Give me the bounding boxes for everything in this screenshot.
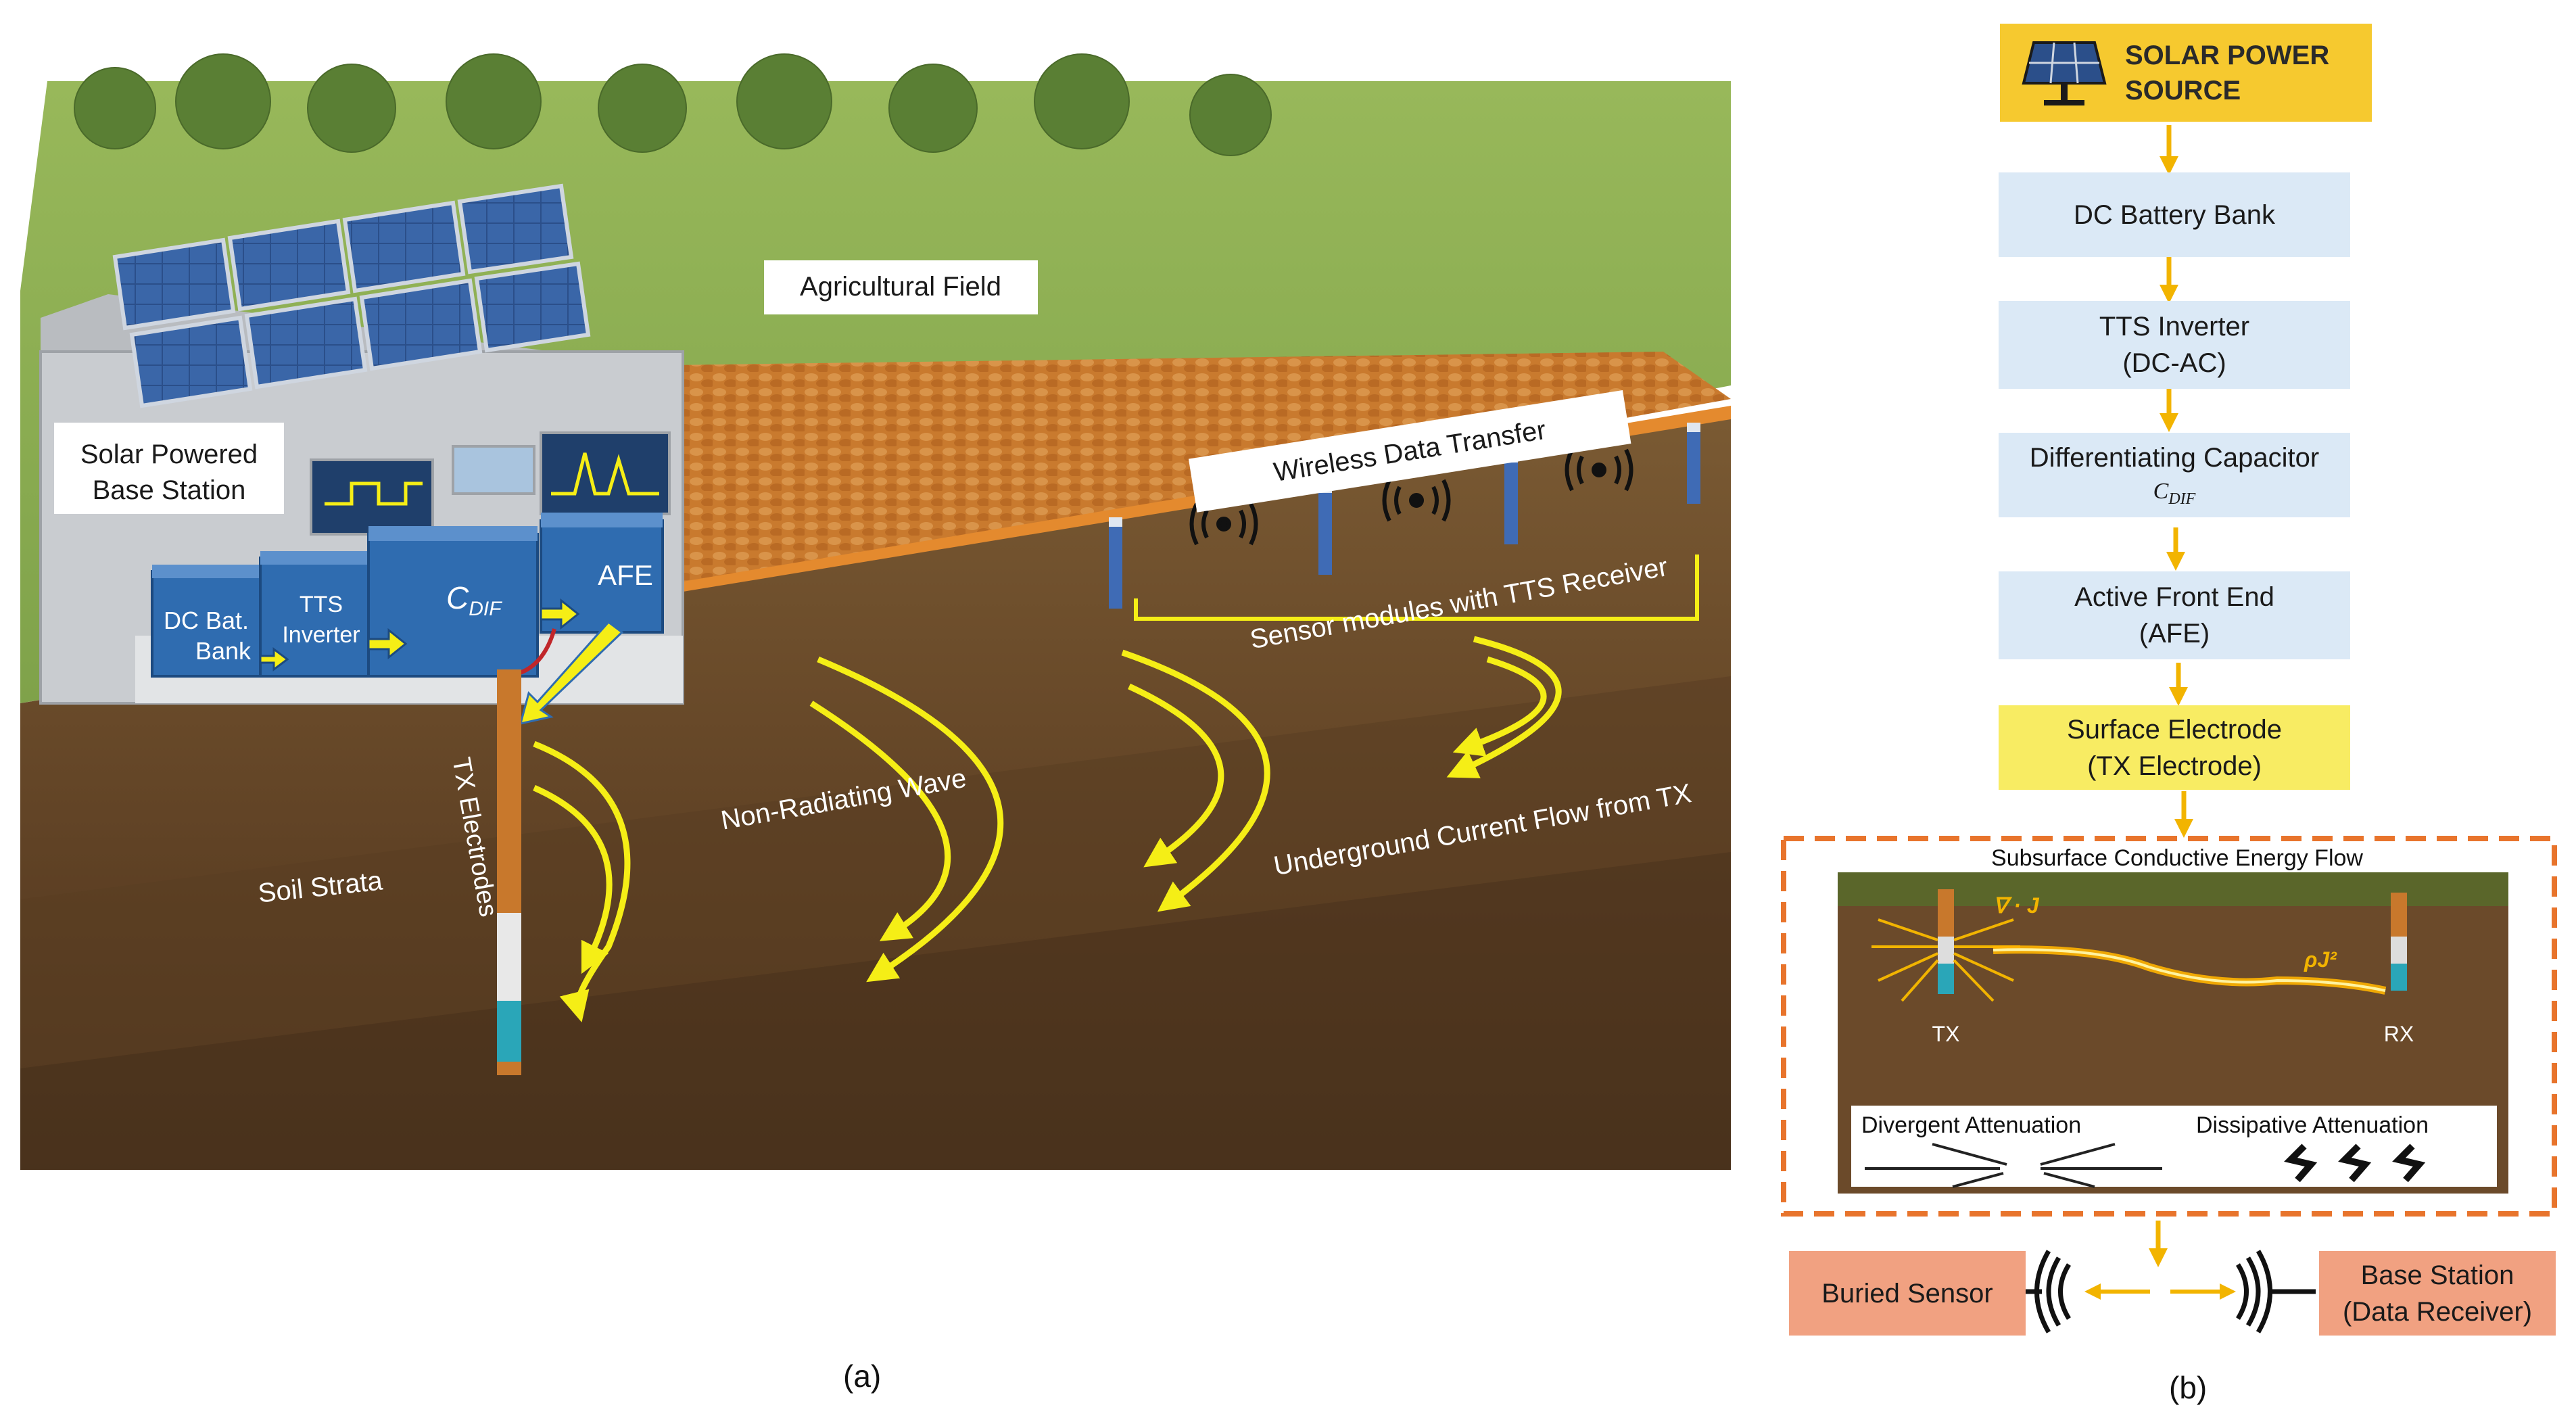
wireless-symbols (1189, 448, 1633, 546)
equipment-cdif (367, 526, 539, 678)
solar-line1: SOLAR POWER (2125, 40, 2330, 70)
divergent-arrows-icon (1865, 1143, 2162, 1188)
svg-text:Agricultural Field: Agricultural Field (800, 272, 1001, 302)
div-j-label: ∇ · J (1993, 893, 2040, 918)
rx-label: RX (2384, 1022, 2414, 1046)
afe-line2: (AFE) (2139, 619, 2210, 648)
flow-arrows (1781, 125, 2557, 1334)
divergent-label: Divergent Attenuation (1861, 1112, 2081, 1138)
dissipative-label: Dissipative Attenuation (2196, 1112, 2429, 1138)
differentiating-capacitor-box: Differentiating Capacitor CDIF (1999, 433, 2350, 517)
base-station-line1: Base Station (2360, 1260, 2514, 1290)
panel-a-illustration: Agricultural Field Solar Powered Base St… (20, 53, 1731, 1170)
inverter-line2: (DC-AC) (2122, 348, 2226, 378)
capacitor-symbol: CDIF (2153, 479, 2196, 509)
tx-electrode-white (497, 913, 521, 1001)
battery-label: DC Battery Bank (2074, 199, 2275, 230)
caption-b: (b) (2169, 1370, 2208, 1405)
tts-inverter-box: TTS Inverter (DC-AC) (1999, 301, 2350, 389)
base-station-box: Base Station (Data Receiver) (2319, 1251, 2556, 1336)
label-tts-2: Inverter (282, 622, 360, 648)
base-station-line2: (Data Receiver) (2342, 1296, 2533, 1327)
rho-j2-label: ρJ² (2304, 947, 2337, 972)
label-cdif: CDIF (446, 580, 502, 620)
svg-text:Solar Powered: Solar Powered (80, 440, 258, 469)
surface-electrode-box: Surface Electrode (TX Electrode) (1999, 705, 2350, 790)
solar-power-source-box: SOLAR POWER SOURCE (2000, 24, 2372, 122)
electrode-line2: (TX Electrode) (2087, 751, 2262, 781)
subsurface-dashed-frame (1781, 836, 2557, 1217)
electrode-line1: Surface Electrode (2067, 714, 2282, 745)
square-wave (325, 481, 423, 506)
svg-text:Base Station: Base Station (93, 475, 246, 505)
attenuation-legend (1851, 1106, 2497, 1187)
tx-electrode-tip (497, 1001, 521, 1062)
solar-panel-icon (2022, 41, 2107, 105)
sensor-probes (1109, 423, 1700, 609)
inverter-line1: TTS Inverter (2099, 312, 2250, 341)
equipment-dc-battery (151, 565, 262, 678)
label-afe: AFE (598, 559, 653, 591)
buried-sensor-label: Buried Sensor (1821, 1278, 1993, 1308)
afe-line1: Active Front End (2074, 582, 2274, 612)
subsurface-title: Subsurface Conductive Energy Flow (1991, 845, 2363, 871)
solar-line2: SOURCE (2125, 75, 2241, 105)
dissipative-squiggles-icon (2284, 1143, 2426, 1183)
capacitor-line1: Differentiating Capacitor (2029, 443, 2320, 473)
soil-layer-mid (20, 676, 1731, 1068)
afe-to-tx-arrow (519, 620, 624, 726)
label-tts-1: TTS (300, 592, 343, 617)
dc-battery-bank-box: DC Battery Bank (1999, 172, 2350, 257)
subsurface-energy-illustration: ∇ · J ρJ² TX RX Divergent Attenuation Di… (1838, 872, 2508, 1194)
window-plain (452, 445, 535, 495)
soil-layer-bottom (20, 852, 1731, 1170)
window-waveform-1 (310, 458, 434, 536)
current-flow-arcs (533, 636, 1562, 1022)
wireless-link (2022, 1250, 2316, 1334)
pulse-wave (551, 452, 659, 496)
label-dc-bat-2: Bank (195, 637, 252, 665)
label-agricultural-field: Agricultural Field (764, 260, 1038, 314)
sensor-bracket (1134, 554, 1699, 621)
window-waveform-2 (540, 431, 671, 515)
equipment-flow-arrows (259, 598, 580, 671)
label-dc-bat-1: DC Bat. (164, 607, 249, 634)
active-front-end-box: Active Front End (AFE) (1999, 571, 2350, 659)
roof-solar-panels (112, 183, 591, 408)
tx-label: TX (1932, 1022, 1960, 1046)
caption-a: (a) (843, 1359, 882, 1394)
tree-line (74, 53, 1272, 156)
buried-sensor-box: Buried Sensor (1789, 1251, 2026, 1336)
label-base-station: Solar Powered Base Station (54, 423, 284, 514)
